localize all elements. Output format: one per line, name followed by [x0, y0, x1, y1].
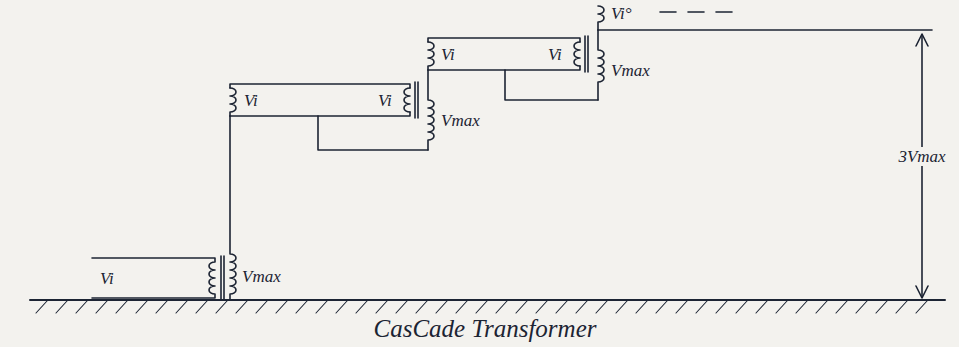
- primary-voltage: Vi: [378, 92, 392, 109]
- dimension-label: 3Vmax: [896, 147, 947, 166]
- primary-voltage: Vi: [100, 270, 114, 287]
- tank-connection: [505, 70, 598, 100]
- coupling-wire: [428, 38, 580, 70]
- secondary-winding: [598, 30, 604, 100]
- dimension-arrowheads: [916, 34, 928, 298]
- coupling-wire: [230, 84, 410, 116]
- tertiary-voltage: Vi: [244, 92, 258, 109]
- tertiary-voltage: Vi: [441, 46, 455, 63]
- secondary-voltage: Vmax: [611, 62, 650, 79]
- ground-hatching: [36, 301, 927, 313]
- continuation-dashes: [660, 11, 732, 13]
- core: [585, 36, 588, 72]
- caption: CasCade Transformer: [374, 316, 597, 341]
- secondary-voltage: Vmax: [441, 112, 480, 129]
- tertiary-winding: [428, 42, 434, 70]
- tertiary-winding: [230, 88, 236, 116]
- primary-winding: [404, 88, 410, 112]
- reference-line: [598, 29, 932, 31]
- secondary-voltage: Vmax: [242, 268, 281, 285]
- secondary-winding: [230, 116, 236, 300]
- primary-winding: [92, 258, 215, 298]
- dimension-line: [921, 36, 923, 296]
- core: [415, 82, 418, 118]
- primary-winding: [574, 42, 580, 66]
- tank-connection: [318, 116, 428, 150]
- core: [221, 256, 224, 300]
- tertiary-winding: [598, 6, 604, 30]
- secondary-winding: [428, 70, 434, 150]
- primary-voltage: Vi: [548, 46, 562, 63]
- tertiary-voltage: Vi°: [611, 5, 632, 22]
